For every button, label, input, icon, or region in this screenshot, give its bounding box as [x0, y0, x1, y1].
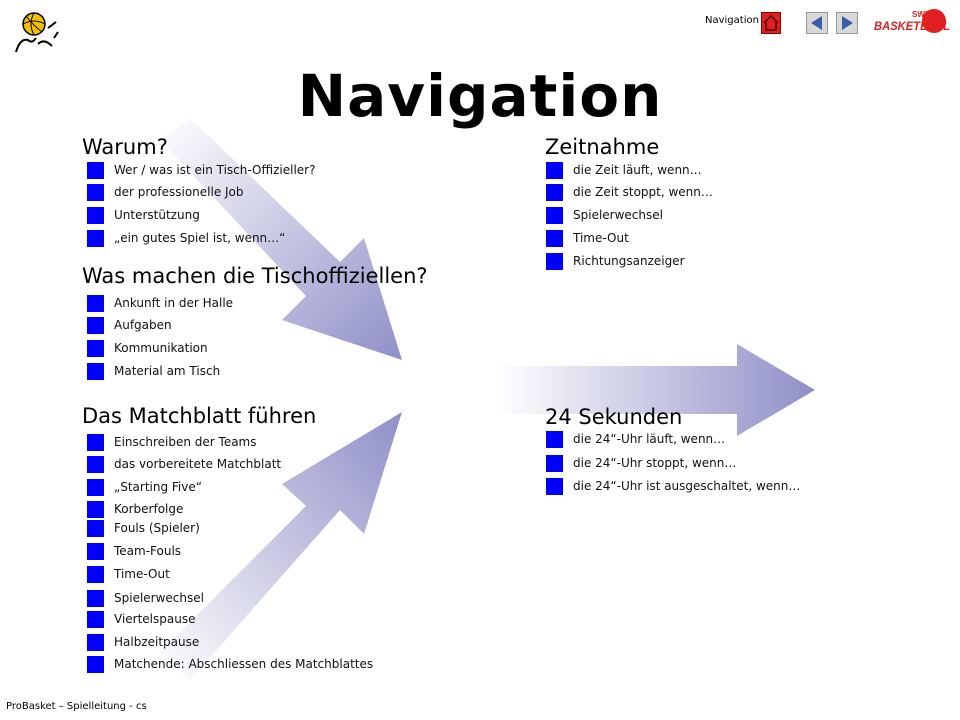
link-item[interactable]: Material am Tisch — [87, 362, 220, 380]
arrow-up-right — [160, 412, 402, 680]
heading-warum: Warum? — [82, 135, 168, 159]
link-item[interactable]: die 24“-Uhr stoppt, wenn… — [546, 454, 736, 472]
link-item[interactable]: Spielerwechsel — [87, 589, 204, 607]
link-item[interactable]: Unterstützung — [87, 206, 200, 224]
link-item[interactable]: der professionelle Job — [87, 183, 244, 201]
bullet[interactable] — [546, 454, 563, 472]
link-item[interactable]: Korberfolge — [87, 500, 183, 518]
link-item[interactable]: das vorbereitete Matchblatt — [87, 455, 281, 473]
triangle-right-icon — [842, 16, 853, 30]
footer-text: ProBasket – Spielleitung - cs — [6, 701, 147, 712]
link-item[interactable]: Richtungsanzeiger — [546, 252, 685, 270]
bullet[interactable] — [87, 316, 104, 334]
bullet[interactable] — [546, 206, 563, 224]
bullet[interactable] — [546, 252, 563, 270]
link-item[interactable]: „Starting Five“ — [87, 478, 202, 496]
link-item[interactable]: Viertelspause — [87, 610, 195, 628]
link-item[interactable]: Wer / was ist ein Tisch-Offizieller? — [87, 161, 315, 179]
link-item[interactable]: Matchende: Abschliessen des Matchblattes — [87, 655, 373, 673]
heading-tischoffizielle: Was machen die Tischoffiziellen? — [82, 264, 428, 288]
link-item[interactable]: Time-Out — [546, 229, 629, 247]
link-item[interactable]: Team-Fouls — [87, 542, 181, 560]
link-item[interactable]: Spielerwechsel — [546, 206, 663, 224]
bullet[interactable] — [87, 362, 104, 380]
home-icon — [763, 14, 779, 31]
link-item[interactable]: die Zeit läuft, wenn… — [546, 161, 702, 179]
bullet[interactable] — [87, 478, 104, 496]
link-item[interactable]: die Zeit stoppt, wenn… — [546, 183, 713, 201]
bullet[interactable] — [87, 500, 104, 518]
arrow-down-right — [160, 118, 402, 360]
bullet[interactable] — [546, 430, 563, 448]
nav-label: Navigation — [705, 15, 759, 26]
bullet[interactable] — [87, 433, 104, 451]
bullet[interactable] — [546, 477, 563, 495]
svg-text:BASKETBALL: BASKETBALL — [874, 19, 950, 33]
bullet[interactable] — [87, 339, 104, 357]
bullet[interactable] — [87, 633, 104, 651]
bullet[interactable] — [87, 565, 104, 583]
basketball-player-logo — [15, 12, 59, 53]
link-item[interactable]: „ein gutes Spiel ist, wenn…“ — [87, 229, 285, 247]
link-item[interactable]: Halbzeitpause — [87, 633, 199, 651]
bullet[interactable] — [87, 655, 104, 673]
bullet[interactable] — [87, 183, 104, 201]
bullet[interactable] — [546, 229, 563, 247]
triangle-left-icon — [811, 16, 822, 30]
bullet[interactable] — [87, 229, 104, 247]
swiss-basketball-logo: SWISS BASKETBALL — [874, 9, 950, 33]
link-item[interactable]: Time-Out — [87, 565, 170, 583]
bullet[interactable] — [87, 294, 104, 312]
page-title: Navigation — [297, 62, 663, 130]
bullet[interactable] — [87, 610, 104, 628]
heading-matchblatt: Das Matchblatt führen — [82, 404, 317, 428]
home-button[interactable] — [761, 12, 781, 34]
bullet[interactable] — [87, 519, 104, 537]
link-item[interactable]: Kommunikation — [87, 339, 208, 357]
bullet[interactable] — [87, 206, 104, 224]
link-item[interactable]: Aufgaben — [87, 316, 172, 334]
svg-text:SWISS: SWISS — [912, 10, 938, 19]
next-button[interactable] — [836, 12, 858, 34]
link-item[interactable]: Fouls (Spieler) — [87, 519, 200, 537]
bullet[interactable] — [546, 161, 563, 179]
bullet[interactable] — [87, 455, 104, 473]
previous-button[interactable] — [806, 12, 828, 34]
heading-zeitnahme: Zeitnahme — [545, 135, 660, 159]
link-item[interactable]: die 24“-Uhr ist ausgeschaltet, wenn… — [546, 477, 800, 495]
link-item[interactable]: Ankunft in der Halle — [87, 294, 233, 312]
link-item[interactable]: die 24“-Uhr läuft, wenn… — [546, 430, 725, 448]
bullet[interactable] — [87, 589, 104, 607]
link-item[interactable]: Einschreiben der Teams — [87, 433, 257, 451]
arrow-right — [497, 344, 815, 436]
heading-24-sekunden: 24 Sekunden — [545, 405, 683, 429]
bullet[interactable] — [546, 183, 563, 201]
bullet[interactable] — [87, 161, 104, 179]
bullet[interactable] — [87, 542, 104, 560]
